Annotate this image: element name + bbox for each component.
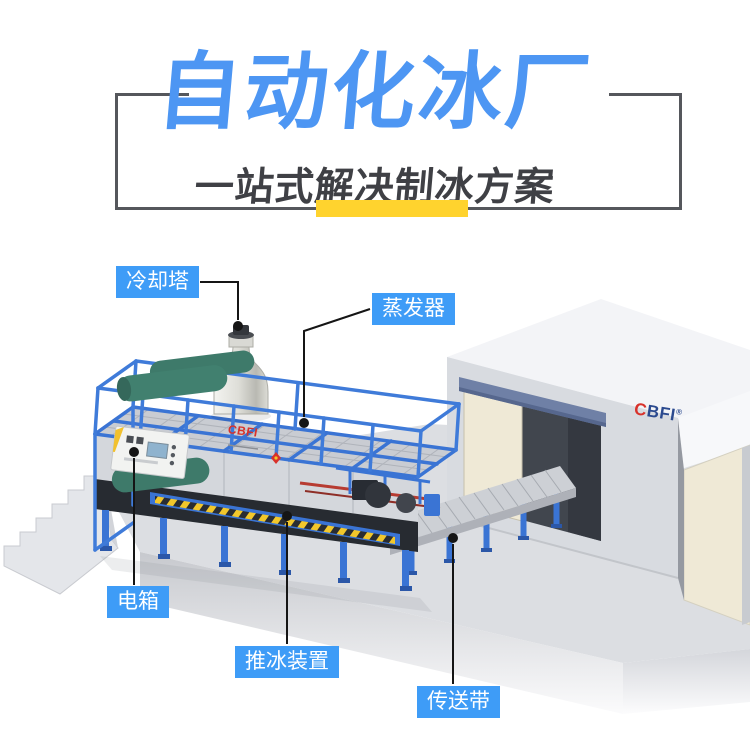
ice-pusher-machinery bbox=[299, 466, 441, 516]
electric-control-panel bbox=[110, 425, 190, 479]
machine-logo-subtext bbox=[227, 444, 259, 450]
callout-line-cooling-tower bbox=[200, 281, 243, 331]
callout-line-conveyor bbox=[448, 533, 458, 684]
ice-pusher-hazard-beam bbox=[155, 496, 395, 544]
building-roof bbox=[447, 299, 750, 418]
accent-bar bbox=[316, 200, 468, 217]
label-ice-pusher: 推冰装置 bbox=[235, 646, 339, 679]
label-conveyor: 传送带 bbox=[417, 686, 500, 719]
building-right-door bbox=[683, 444, 750, 626]
callout-lines bbox=[129, 281, 458, 684]
conveyor-belt bbox=[374, 466, 576, 575]
label-evaporator: 蒸发器 bbox=[372, 293, 455, 326]
frame-line-top-right bbox=[609, 93, 682, 96]
frame-line-top-left bbox=[115, 93, 189, 96]
machine-emblem-icon bbox=[271, 452, 281, 464]
frame-line-right bbox=[679, 93, 682, 210]
building-logo-rest: BFI bbox=[645, 401, 678, 425]
building-right-fascia bbox=[678, 391, 750, 470]
callout-line-electric-box bbox=[129, 447, 139, 585]
callout-line-ice-pusher bbox=[282, 511, 292, 644]
callout-line-evaporator bbox=[299, 308, 371, 428]
frame-line-left bbox=[115, 93, 118, 210]
label-electric-box: 电箱 bbox=[107, 586, 169, 619]
label-cooling-tower: 冷却塔 bbox=[116, 266, 199, 299]
machine-legs bbox=[100, 510, 412, 591]
cold-room-building bbox=[446, 299, 750, 626]
conveyor-deck bbox=[374, 466, 576, 546]
